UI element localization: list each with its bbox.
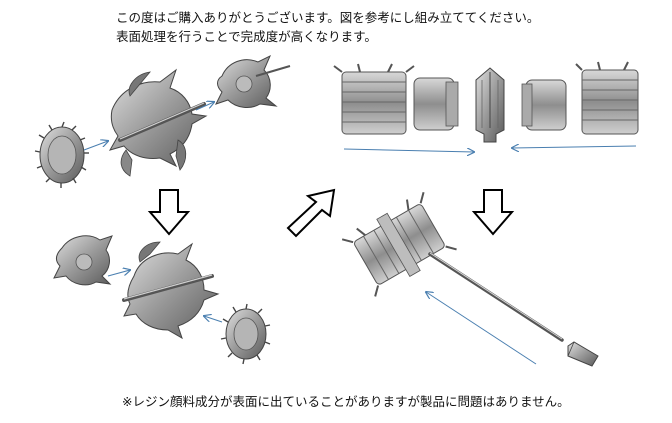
guide-arrow [107,270,130,277]
guide-arrow [426,292,537,365]
pommel-spike-part [567,341,599,367]
guide-arrow [83,141,108,151]
guide-arrow-right [512,146,637,148]
figure-bottom-left-exploded-rear [53,235,271,365]
shaft-rod-part [122,274,214,302]
shaft-rod-part [118,102,206,142]
instructions-line-2: 表面処理を行うことで完成度が高くなります。 [116,29,377,44]
figure-top-left-exploded [34,54,291,188]
assembled-hammer-head [341,192,457,297]
claw-hub-part [123,241,220,340]
hammer-core-spike [475,67,505,143]
footer-note: ※レジン顔料成分が表面に出ていることがありますが製品に問題はありません。 [122,394,570,409]
small-claw-part [215,54,291,108]
instructions-text: この度はご購入ありがとうございます。図を参考にし組み立ててください。 表面処理を… [116,8,539,46]
small-claw-part [53,235,113,286]
step-arrow-up-right [286,188,336,238]
guide-arrow-left [343,149,474,152]
gear-disc-part [220,303,271,365]
guide-arrow [195,102,214,111]
instructions-line-1: この度はご購入ありがとうございます。図を参考にし組み立ててください。 [116,10,540,25]
hammer-ring-right [521,79,567,131]
step-arrow-down-right [471,189,515,236]
gear-disc-part [34,121,89,188]
hammer-cap-left [333,63,415,135]
hammer-ring-left [413,77,459,131]
claw-hub-part [108,68,208,177]
figure-top-right-hammer-head-parts [333,61,639,152]
hammer-cap-right [575,61,639,135]
guide-arrow [204,316,223,323]
step-arrow-down-left [147,189,191,236]
figure-bottom-right-assembled [341,192,599,367]
handle-shaft-part [428,252,564,342]
